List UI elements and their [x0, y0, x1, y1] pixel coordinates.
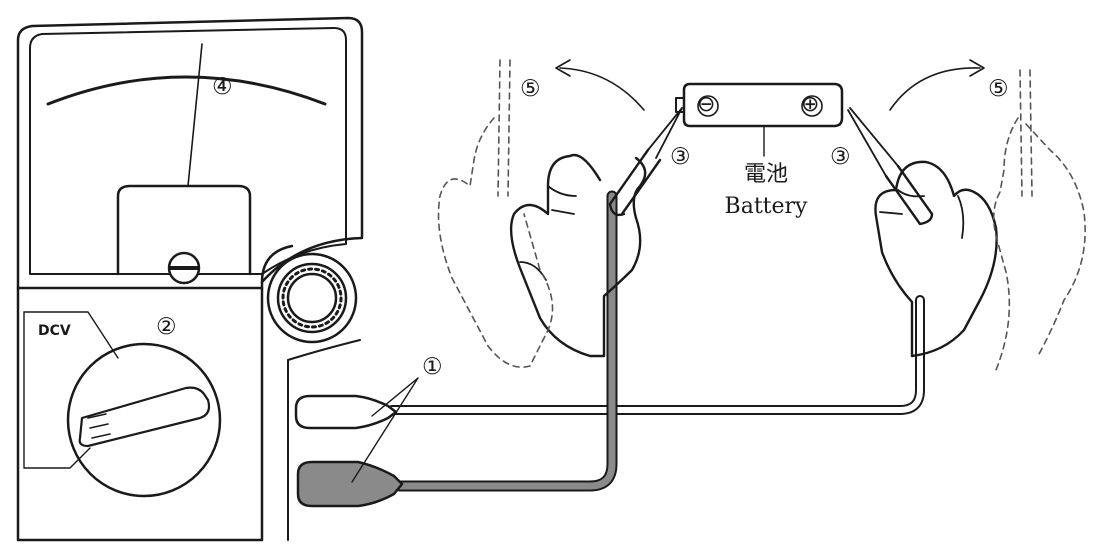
left-hand-removed: [437, 59, 554, 368]
positive-terminal-sign: ⊕: [801, 92, 820, 117]
remove-arrow-right: [889, 67, 981, 111]
remove-arrow-left: [559, 67, 645, 111]
callout-probe-tip-right: ③: [830, 144, 851, 170]
battery-label-en: Battery: [724, 194, 808, 219]
right-hand: [847, 107, 998, 358]
callout-probe-connectors: ①: [422, 354, 443, 380]
callout-selector-knob: ②: [156, 314, 177, 340]
battery-label-cn: 電池: [743, 162, 788, 187]
white-test-lead: [294, 295, 925, 430]
black-test-lead: [296, 190, 618, 508]
right-hand-removed: [992, 69, 1086, 371]
meter-scale-arc: [46, 75, 327, 106]
callout-remove-left: ⑤: [520, 76, 541, 102]
white-plug: [294, 394, 398, 430]
meter-scale-window: [29, 27, 347, 275]
ohm-adjust-knob: [266, 252, 358, 344]
negative-terminal-sign: ⊖: [697, 92, 716, 117]
meter-needle: [187, 43, 203, 187]
black-plug: [296, 460, 404, 508]
range-selector-knob: [66, 342, 222, 498]
callout-remove-right: ⑤: [988, 76, 1009, 102]
callout-needle: ④: [212, 74, 233, 100]
left-hand: [509, 107, 683, 358]
dcv-range-label: DCV: [38, 323, 71, 339]
battery: [675, 82, 844, 157]
callout-probe-tip-left: ③: [670, 144, 691, 170]
multimeter: [16, 16, 364, 542]
